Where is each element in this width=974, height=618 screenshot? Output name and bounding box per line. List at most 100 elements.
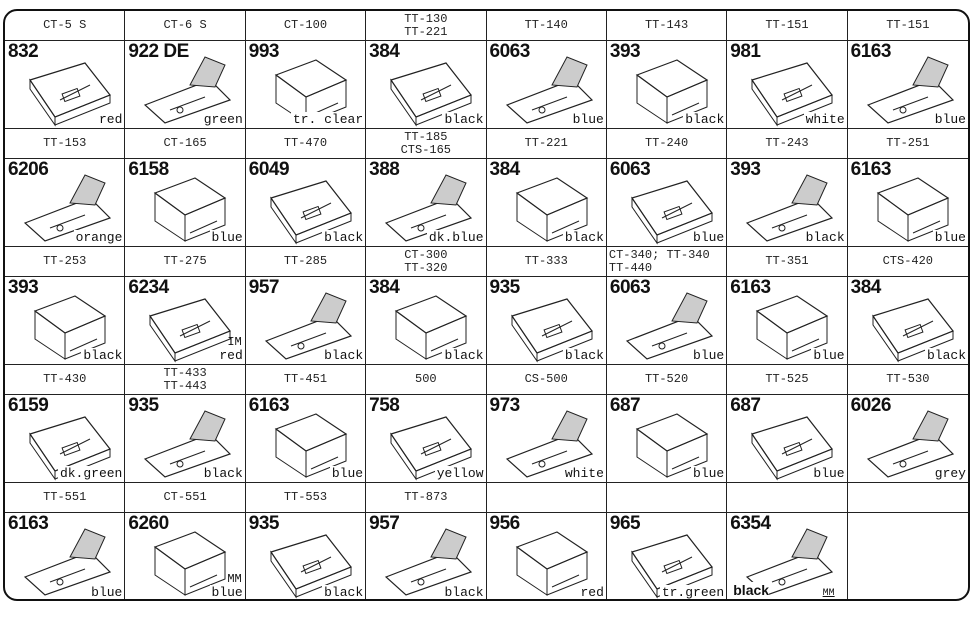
stylus-illustration [866, 410, 954, 478]
model-header: TT-221 [486, 129, 607, 159]
model-header: CT-165 [125, 129, 246, 159]
model-header: TT-253 [5, 247, 126, 277]
stylus-illustration [269, 534, 352, 599]
part-number: 687 [730, 395, 761, 416]
part-number: 973 [489, 395, 521, 416]
color-label: blue [209, 585, 243, 600]
model-header: CS-500 [486, 365, 607, 395]
stylus-illustration [505, 56, 593, 124]
model-number: TT-430 [43, 372, 87, 386]
stylus-illustration [154, 531, 227, 596]
part-number: 758 [369, 395, 400, 416]
stylus-illustration [384, 174, 473, 242]
part-number: 957 [248, 277, 280, 298]
model-header: TT-333 [486, 247, 607, 277]
model-header: TT-140 [486, 11, 607, 41]
model-header: TT-525 [727, 365, 848, 395]
stylus-illustration [29, 416, 111, 481]
color-label: black [562, 230, 604, 245]
model-header: TT-530 [847, 365, 968, 395]
part-number: 393 [609, 41, 641, 62]
model-number: TT-130 [404, 11, 448, 26]
model-header: TT-143 [606, 11, 728, 41]
color-label: black [201, 466, 243, 481]
part-number: 981 [730, 41, 761, 62]
model-number: TT-240 [644, 136, 689, 150]
color-label: green [201, 112, 243, 127]
color-label: red [578, 585, 604, 600]
stylus-cell: 956 red [487, 513, 607, 600]
model-header: TT-551 [5, 483, 126, 513]
model-number: CT-165 [163, 136, 207, 150]
stylus-illustration [274, 413, 348, 478]
color-label: red [96, 112, 123, 127]
part-number: 6159 [8, 395, 49, 416]
part-number: 935 [248, 513, 280, 534]
model-number: TT-551 [43, 490, 87, 504]
stylus-illustration [144, 56, 232, 124]
model-number: TT-285 [283, 254, 328, 268]
part-number: 393 [8, 277, 39, 298]
stylus-illustration [390, 416, 473, 481]
stylus-illustration [384, 528, 473, 596]
part-number: 6163 [8, 513, 49, 534]
model-header: TT-151 [727, 11, 848, 41]
part-number: 6163 [730, 277, 771, 298]
model-number: TT-153 [43, 136, 87, 150]
model-header: TT-873 [366, 483, 487, 513]
stylus-illustration [751, 416, 834, 481]
part-number: 956 [489, 513, 521, 534]
part-number: 965 [609, 513, 641, 534]
stylus-illustration [394, 295, 468, 360]
part-number: 384 [850, 277, 882, 298]
stylus-illustration [154, 177, 227, 242]
stylus-illustration [505, 410, 593, 478]
part-number: 393 [730, 159, 761, 180]
part-number: 957 [369, 513, 400, 534]
model-header: CT-5 S [5, 11, 126, 41]
color-label: tr. clear [290, 112, 364, 127]
stylus-illustration [33, 295, 107, 360]
model-header: TT-243 [727, 129, 848, 159]
part-number: 935 [489, 277, 521, 298]
stylus-illustration [515, 177, 588, 242]
stylus-illustration [149, 298, 232, 363]
model-number: CT-5 S [43, 18, 87, 32]
part-number: 6063 [489, 41, 531, 62]
model-number: CT-300 [404, 247, 448, 262]
stylus-illustration [625, 292, 713, 360]
model-number: TT-320 [404, 260, 448, 275]
model-number: TT-553 [283, 490, 328, 504]
part-number: 832 [8, 41, 39, 62]
model-header [606, 483, 728, 513]
color-label: blue [329, 466, 364, 481]
model-number: CT-6 S [163, 18, 207, 32]
color-label: blue [691, 466, 725, 481]
stylus-cell: 832 red [5, 41, 126, 129]
stylus-illustration [23, 174, 112, 242]
color-label: red [217, 348, 243, 363]
part-number: 6063 [609, 277, 651, 298]
model-number: TT-185 [404, 129, 448, 144]
part-number: 384 [489, 159, 521, 180]
model-number: TT-253 [43, 254, 87, 268]
part-number: 384 [369, 41, 400, 62]
model-number: CTS-420 [882, 254, 934, 268]
